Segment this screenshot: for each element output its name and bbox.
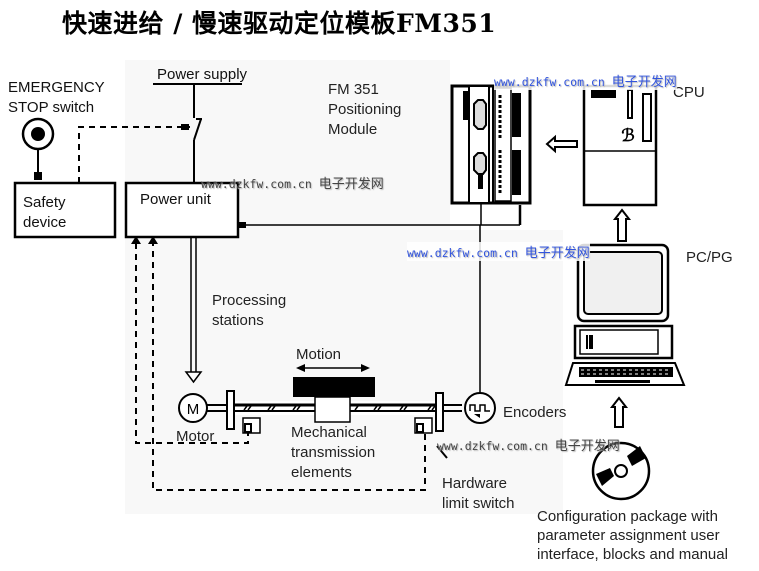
pc-pg-icon (564, 243, 686, 386)
page-title: 快速进给 / 慢速驱动定位模板FM351 (62, 9, 497, 38)
power-switch-icon (193, 118, 202, 141)
fm351-module-icon (450, 84, 532, 225)
limit-switch-line-2 (152, 244, 426, 491)
watermark: www.dzkfw.com.cn 电子开发网 (201, 173, 384, 192)
config-label-line1: Configuration package with (537, 508, 718, 525)
encoder-icon (464, 225, 496, 424)
coupling-right (435, 392, 444, 432)
diagram-background (125, 60, 450, 514)
safety-device-box (13, 181, 117, 239)
processing-stations-label-line1: Processing (212, 292, 287, 309)
svg-text:M: M (187, 401, 200, 418)
mechanical-label-line2: transmission (291, 444, 376, 461)
svg-text:ℬ: ℬ (621, 126, 634, 145)
hardware-limit-switch-label: Hardware limit switch (442, 474, 515, 514)
watermark: www.dzkfw.com.cn 电子开发网 (494, 71, 677, 90)
limit-switch-right-icon (414, 417, 433, 434)
power-unit-label: Power unit (140, 191, 211, 208)
watermark-url: www.dzkfw.com.cn (201, 177, 312, 191)
cpu-label: CPU (673, 84, 705, 101)
watermark: www.dzkfw.com.cn 电子开发网 (407, 242, 590, 261)
emergency-stop-label: EMERGENCY STOP switch (8, 78, 105, 118)
power-supply-label: Power supply (157, 66, 248, 83)
fm351-label-line2: Positioning (328, 101, 402, 118)
emergency-stop-label-line1: EMERGENCY (8, 79, 105, 96)
fm351-label: FM 351 Positioning Module (328, 80, 401, 140)
coupling-left (226, 390, 235, 430)
processing-stations-label-line2: stations (212, 312, 264, 329)
limit-switch-line-1 (135, 244, 249, 444)
configuration-disk-icon (591, 441, 651, 501)
emergency-stop-icon (21, 117, 55, 180)
mechanical-label-line1: Mechanical (291, 424, 367, 441)
fm351-label-line1: FM 351 (328, 81, 379, 98)
motor-icon: M (178, 393, 208, 423)
watermark-site: 电子开发网 (554, 439, 620, 454)
cpu-to-module-arrow-icon (545, 134, 578, 154)
encoders-label: Encoders (503, 404, 567, 421)
pc-pg-label: PC/PG (686, 249, 733, 266)
watermark-url: www.dzkfw.com.cn (494, 75, 605, 89)
disk-to-pc-arrow-icon (609, 396, 629, 428)
safety-device-label-line2: device (23, 214, 67, 231)
watermark-url: www.dzkfw.com.cn (437, 439, 548, 453)
fm351-label-line3: Module (328, 121, 378, 138)
safety-device-label-line1: Safety (23, 194, 66, 211)
motion-label: Motion (296, 346, 342, 363)
processing-stations-label: Processing stations (212, 291, 286, 331)
watermark-site: 电子开发网 (318, 177, 384, 192)
pc-to-cpu-arrow-icon (612, 208, 632, 242)
watermark-site: 电子开发网 (611, 75, 677, 90)
diagram-background-extension (450, 230, 563, 514)
mechanical-label-line3: elements (291, 464, 352, 481)
hardware-limit-label-line2: limit switch (442, 495, 515, 512)
power-unit-box (124, 181, 240, 239)
watermark: www.dzkfw.com.cn 电子开发网 (437, 435, 620, 454)
carriage-top (293, 377, 375, 397)
config-label-line3: interface, blocks and manual (537, 546, 728, 563)
watermark-url: www.dzkfw.com.cn (407, 246, 518, 260)
configuration-package-label: Configuration package with parameter ass… (537, 507, 728, 564)
hardware-limit-label-line1: Hardware (442, 475, 508, 492)
carriage-body (314, 396, 351, 423)
safety-device-label: Safety device (23, 193, 66, 233)
cpu-icon: ℬ (582, 84, 658, 207)
limit-switch-left-icon (242, 417, 261, 434)
safety-signal-line (78, 126, 190, 183)
mechanical-transmission-label: Mechanical transmission elements (291, 423, 375, 483)
motor-label: Motor (176, 428, 215, 445)
emergency-stop-label-line2: STOP switch (8, 99, 95, 116)
motion-arrow-icon (296, 364, 370, 372)
watermark-site: 电子开发网 (524, 246, 590, 261)
config-label-line2: parameter assignment user (537, 527, 720, 544)
